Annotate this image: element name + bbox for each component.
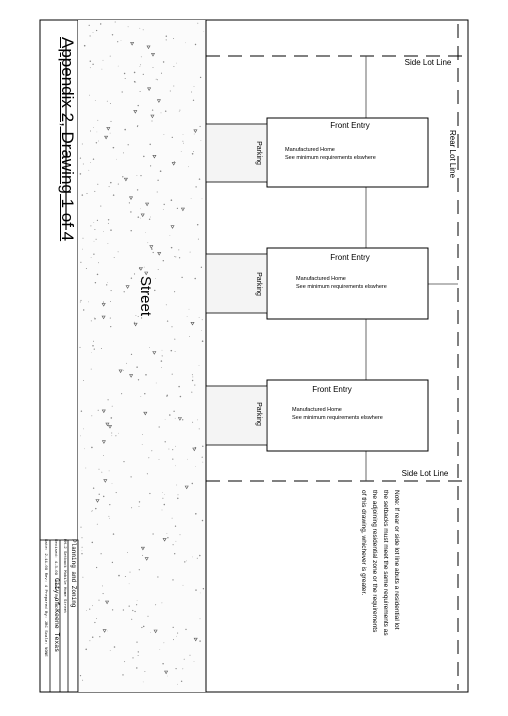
home-lot-3 xyxy=(205,379,429,452)
tb-department: Planning and Zoning xyxy=(70,539,77,608)
side-lot-line-bottom-label: Side Lot Line xyxy=(401,469,449,478)
home-desc-1-line2: See minimum requirements elswhere xyxy=(285,155,376,161)
parking-label-1: Parking xyxy=(255,141,262,165)
home-desc-2-line2: See minimum requirements elswhere xyxy=(296,284,387,290)
home-desc-2-line1: Manufactured Home xyxy=(296,276,346,282)
note-line-4: of this drawing, whichever is greater. xyxy=(360,490,367,596)
street-area xyxy=(78,20,207,692)
setback-connectors xyxy=(365,56,458,481)
street-label: Street xyxy=(137,275,154,317)
note-line-2: the setbacks must meet the same requirem… xyxy=(382,490,389,636)
tb-city: City of Keene Texas xyxy=(53,577,60,653)
tb-date-row: Date: 2-11-09 Rev: 4 Prepared By: JBC Sc… xyxy=(40,539,50,691)
home-lot-2 xyxy=(205,247,429,320)
home-desc-3-line2: See minimum requirements elswhere xyxy=(292,415,383,421)
rear-lot-line-label: Rear Lot Line xyxy=(448,129,457,179)
tb-scale: Scale: NONE xyxy=(43,630,48,657)
street-stipple xyxy=(79,21,205,685)
parking-pad-1 xyxy=(205,123,268,183)
note-line-3: the adjoining residential zone or the re… xyxy=(371,490,378,633)
parking-label-2: Parking xyxy=(255,272,262,296)
title-block xyxy=(39,539,79,693)
home-box-3 xyxy=(266,379,429,452)
sheet-border xyxy=(39,19,469,693)
tb-prepared: Prepared By: JBC xyxy=(43,589,48,628)
parking-label-3: Parking xyxy=(255,402,262,426)
front-entry-label-3: Front Entry xyxy=(312,385,352,394)
parking-pad-3 xyxy=(205,385,268,446)
home-box-2 xyxy=(266,247,429,320)
side-lot-line-top-label: Side Lot Line xyxy=(404,58,452,67)
note-block: Note: If rear or side lot line abuts a r… xyxy=(358,490,402,662)
home-desc-1-line1: Manufactured Home xyxy=(285,147,335,153)
lot-lines xyxy=(206,24,462,690)
front-entry-label-1: Front Entry xyxy=(330,121,370,130)
home-desc-3-line1: Manufactured Home xyxy=(292,407,342,413)
tb-revised: Revised: 4-3-09 xyxy=(53,539,57,576)
note-line-1: Note: If rear or side lot line abuts a r… xyxy=(393,490,400,630)
parking-pad-2 xyxy=(205,253,268,314)
home-box-1 xyxy=(266,117,429,188)
home-lot-1 xyxy=(205,117,429,188)
tb-rev: Rev: 4 xyxy=(43,572,48,588)
tb-date: Date: 2-11-09 xyxy=(43,539,48,571)
front-entry-label-2: Front Entry xyxy=(330,253,370,262)
drawing-title: Appendix 2, Drawing 1 of 4 xyxy=(58,37,77,242)
